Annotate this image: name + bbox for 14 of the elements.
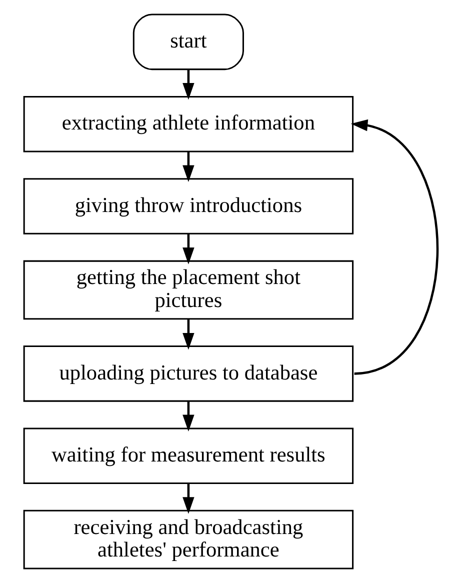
arrow <box>182 319 194 350</box>
node-box: giving throw introductions <box>22 178 354 234</box>
node-box: extracting athlete information <box>22 96 354 152</box>
node-box: uploading pictures to database <box>22 346 354 402</box>
node-box: start <box>132 14 244 70</box>
arrow <box>350 119 438 375</box>
arrow <box>182 401 194 432</box>
node-box: getting the placement shot pictures <box>22 260 354 320</box>
arrow <box>182 483 194 514</box>
arrow <box>182 69 194 100</box>
node-box: receiving and broadcasting athletes' performance <box>22 510 354 570</box>
arrow <box>182 234 194 264</box>
arrow <box>182 152 194 182</box>
node-box: waiting for measurement results <box>22 428 354 484</box>
